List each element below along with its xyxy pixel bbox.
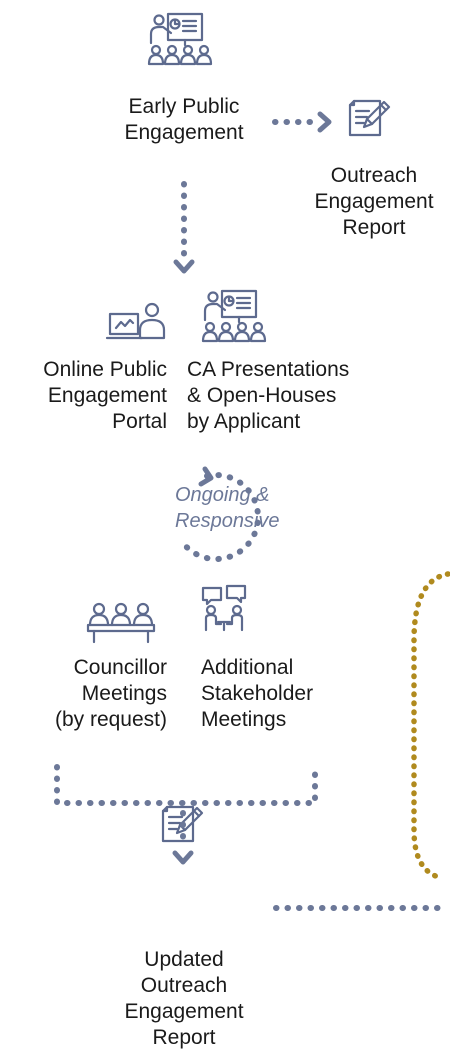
arrowhead-right xyxy=(317,111,332,133)
arrowhead-down xyxy=(172,850,194,865)
ongoing-responsive-label: Ongoing &Responsive xyxy=(175,484,280,532)
presentation-icon xyxy=(147,12,213,66)
people-table-icon xyxy=(86,602,156,644)
connector-merge-bracket xyxy=(54,764,318,806)
ongoing-cycle-arrow xyxy=(180,472,261,563)
cycle-arrowhead xyxy=(198,466,214,487)
presentation-icon xyxy=(201,289,267,343)
conversation-chairs-icon xyxy=(201,584,247,632)
gold-dotted-bracket xyxy=(411,571,450,881)
arrowhead-down xyxy=(173,259,195,274)
report-icon xyxy=(348,99,391,137)
computer-user-icon xyxy=(105,302,166,340)
